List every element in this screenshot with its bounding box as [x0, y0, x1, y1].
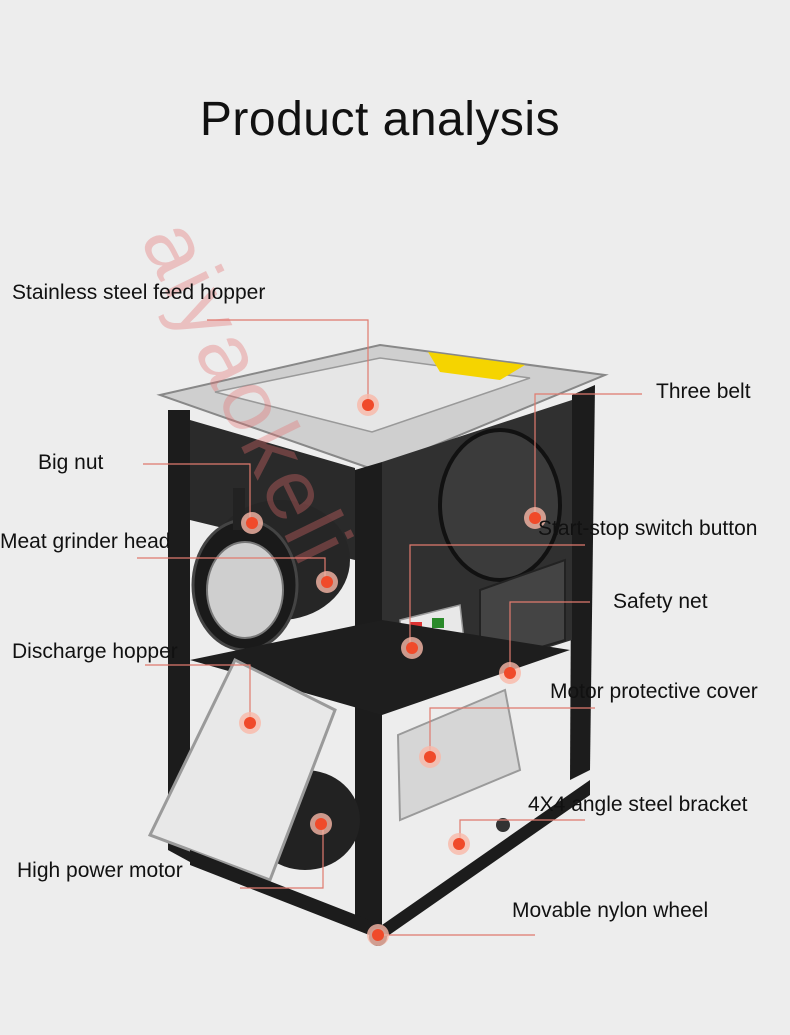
marker-big-nut [241, 512, 263, 534]
start-button [432, 618, 444, 628]
frame-leg-right [570, 385, 595, 780]
bottom-frame [190, 780, 590, 940]
callout-line-three-belt [534, 393, 642, 515]
label-feed-hopper: Stainless steel feed hopper [12, 281, 266, 304]
callout-line-feed-hopper [207, 319, 369, 402]
marker-three-belt [524, 507, 546, 529]
belt-pulley [438, 428, 562, 582]
callout-line-motor [240, 825, 324, 889]
callout-line-discharge [145, 664, 251, 722]
marker-feed-hopper [357, 394, 379, 416]
warning-sticker [428, 352, 525, 380]
callout-line-safety-net [509, 601, 590, 672]
marker-motor [310, 813, 332, 835]
label-three-belt: Three belt [656, 380, 751, 403]
wheel-right [496, 818, 510, 832]
marker-wheel [367, 924, 389, 946]
marker-grinder-head [316, 571, 338, 593]
marker-bracket [448, 833, 470, 855]
discharge-hopper-tray [147, 657, 337, 882]
marker-motor-cover [419, 746, 441, 768]
page-title: Product analysis [199, 93, 561, 146]
marker-safety-net [499, 662, 521, 684]
label-grinder-head: Meat grinder head [0, 530, 171, 553]
label-safety-net: Safety net [613, 590, 708, 613]
label-motor-cover: Motor protective cover [550, 680, 758, 703]
middle-shelf [190, 620, 570, 715]
label-switch-button: Start-stop switch button [538, 517, 758, 540]
label-discharge-hopper: Discharge hopper [12, 640, 178, 663]
label-angle-bracket: 4X4 angle steel bracket [528, 793, 748, 816]
motor-cover-plate [396, 688, 522, 822]
callout-line-big-nut [143, 463, 251, 520]
label-big-nut: Big nut [38, 451, 104, 474]
callout-line-motor-cover [429, 707, 595, 755]
callout-line-switch [409, 544, 585, 645]
callout-markers [239, 394, 546, 946]
marker-switch [401, 637, 423, 659]
marker-discharge [239, 712, 261, 734]
frame-leg-left [168, 410, 190, 862]
grinder-plate [206, 541, 284, 639]
label-motor: High power motor [17, 859, 183, 882]
label-nylon-wheel: Movable nylon wheel [512, 899, 709, 922]
